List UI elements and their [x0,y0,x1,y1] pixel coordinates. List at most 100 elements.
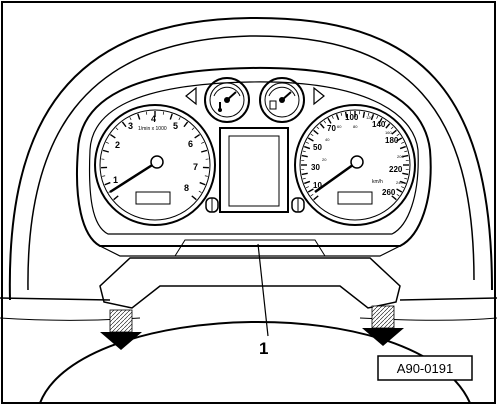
speed-minor-80: 80 [353,124,358,129]
dash-edge-left [0,297,111,301]
tachometer-display [135,191,171,205]
release-arrow-right [362,305,404,346]
dial-tick [305,186,309,189]
tachometer-hub [150,155,164,169]
speed-scale-30: 30 [311,163,320,172]
dial-tick [396,133,400,137]
dial-tick [102,149,109,153]
dial-tick [191,195,197,201]
speedometer-rim [294,104,416,226]
center-display-frame [219,127,289,213]
dial-tick [323,120,327,124]
dial-tick [362,111,366,118]
dial-tick [102,175,106,177]
cluster-bezel [88,81,419,235]
tach-scale-1: 1 [113,175,118,185]
dial-tick [367,112,370,116]
dial-tick [344,111,348,118]
dial-tick [391,129,397,135]
center-display-screen [228,135,280,207]
coolant-temperature-icon [218,102,222,112]
callout-label: 1 [259,339,268,358]
dial-tick [390,126,394,130]
dash-edge-right [399,297,497,301]
dial-tick [129,117,132,121]
temperature-gauge [204,77,250,123]
fuel-gauge [259,77,305,123]
dial-tick [396,137,403,142]
dial-tick [198,190,202,193]
dial-tick [304,145,311,150]
turn-right-indicator-icon [313,86,325,106]
speed-minor-20: 20 [322,157,327,162]
dial-tick [169,113,173,120]
dial-tick [376,115,379,119]
speed-scale-180: 180 [385,136,399,145]
dial-tick [401,186,405,189]
dial-tick [201,141,205,144]
tach-scale-6: 6 [188,139,193,149]
tachometer-face [99,109,211,221]
dial-tick [404,177,408,180]
dial-tick [194,134,201,139]
tach-unit-label: 1/min x 1000 [138,126,167,132]
tachometer-rim [94,104,216,226]
dial-tick [396,188,403,193]
fuel-pump-icon [269,100,277,110]
dial-tick [178,117,181,121]
dial-tick [104,181,111,186]
speed-scale-10: 10 [313,181,322,190]
dial-tick [313,129,319,135]
speed-minor-120: 120 [366,115,373,120]
speedometer-ticks [301,111,409,201]
dial-tick [302,177,306,180]
dial-tick [378,117,383,124]
speedometer-hub [350,155,364,169]
dial-tick [191,127,195,131]
dial-tick [310,193,314,197]
dial-tick [399,180,406,185]
dial-tick [109,134,116,139]
dial-tick [391,195,397,201]
speedometer-display [337,191,373,205]
speed-minor-60: 60 [337,124,342,129]
dial-tick [399,145,406,150]
dial-tick [385,123,391,129]
release-arrow-left [100,309,142,350]
speed-scale-220: 220 [389,165,403,174]
reset-knob-left [205,197,219,213]
instrument-cover-trim [99,257,401,309]
dial-tick [304,180,311,185]
dial-tick [121,121,127,128]
dial-tick [402,154,409,158]
cluster-trim-lower [99,245,401,257]
cluster-housing [75,66,432,247]
speed-minor-40: 40 [325,137,330,142]
dial-tick [340,112,343,116]
turn-left-indicator-icon [185,86,197,106]
tachometer: 1 2 3 4 5 6 7 8 1/min x 1000 [94,104,216,226]
dial-tick [310,133,314,137]
speedometer: 10 30 50 70 100 140 180 220 260 20 40 60… [294,104,416,226]
tach-scale-2: 2 [115,140,120,150]
speed-scale-260: 260 [382,188,396,197]
dial-tick [199,181,206,186]
dial-tick [115,127,119,131]
dial-tick [316,126,320,130]
speed-minor-200: 200 [397,154,404,159]
dial-tick [327,117,332,124]
dial-tick [370,114,375,121]
cover-upper-lip [174,239,326,257]
dial-tick [201,149,208,153]
dial-tick [301,154,308,158]
dial-tick [183,121,189,128]
dial-tick [335,114,340,121]
reference-code-box [377,355,473,381]
dial-tick [307,188,314,193]
dial-tick [105,141,109,144]
speed-scale-50: 50 [313,143,322,152]
tach-scale-7: 7 [193,162,198,172]
tachometer-needle [109,160,158,194]
dial-tick [137,113,141,120]
